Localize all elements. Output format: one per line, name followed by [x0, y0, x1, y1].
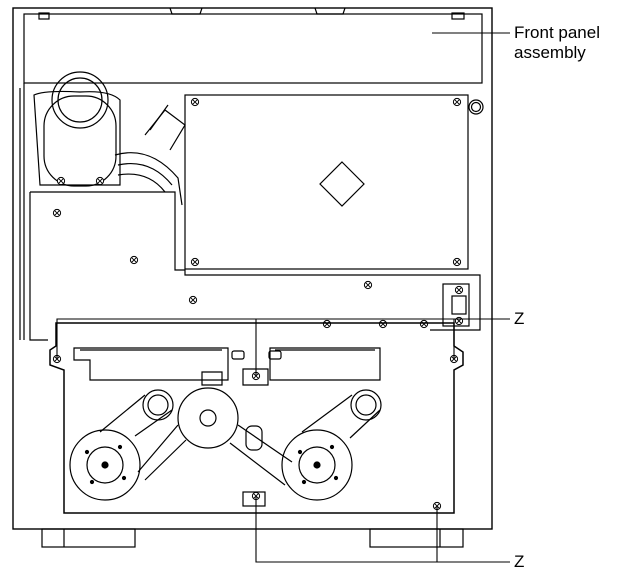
left-motor-assembly — [33, 71, 186, 206]
right-bracket — [442, 283, 470, 327]
left-rail — [19, 83, 25, 340]
main-circuit-board — [184, 94, 484, 270]
front-panel-assembly — [23, 13, 483, 84]
feet — [41, 528, 464, 548]
label-front-panel-line2: assembly — [514, 43, 586, 62]
label-front-panel-line1: Front panel — [514, 23, 600, 42]
middle-plate — [29, 191, 481, 341]
leader-z-upper — [56, 318, 510, 376]
label-z-lower: Z — [514, 552, 525, 571]
label-front-panel: Front panel assembly — [514, 23, 600, 63]
leader-lines — [56, 32, 510, 563]
leader-z-lower — [255, 496, 510, 563]
housing — [12, 7, 493, 530]
label-z-upper: Z — [514, 309, 525, 328]
